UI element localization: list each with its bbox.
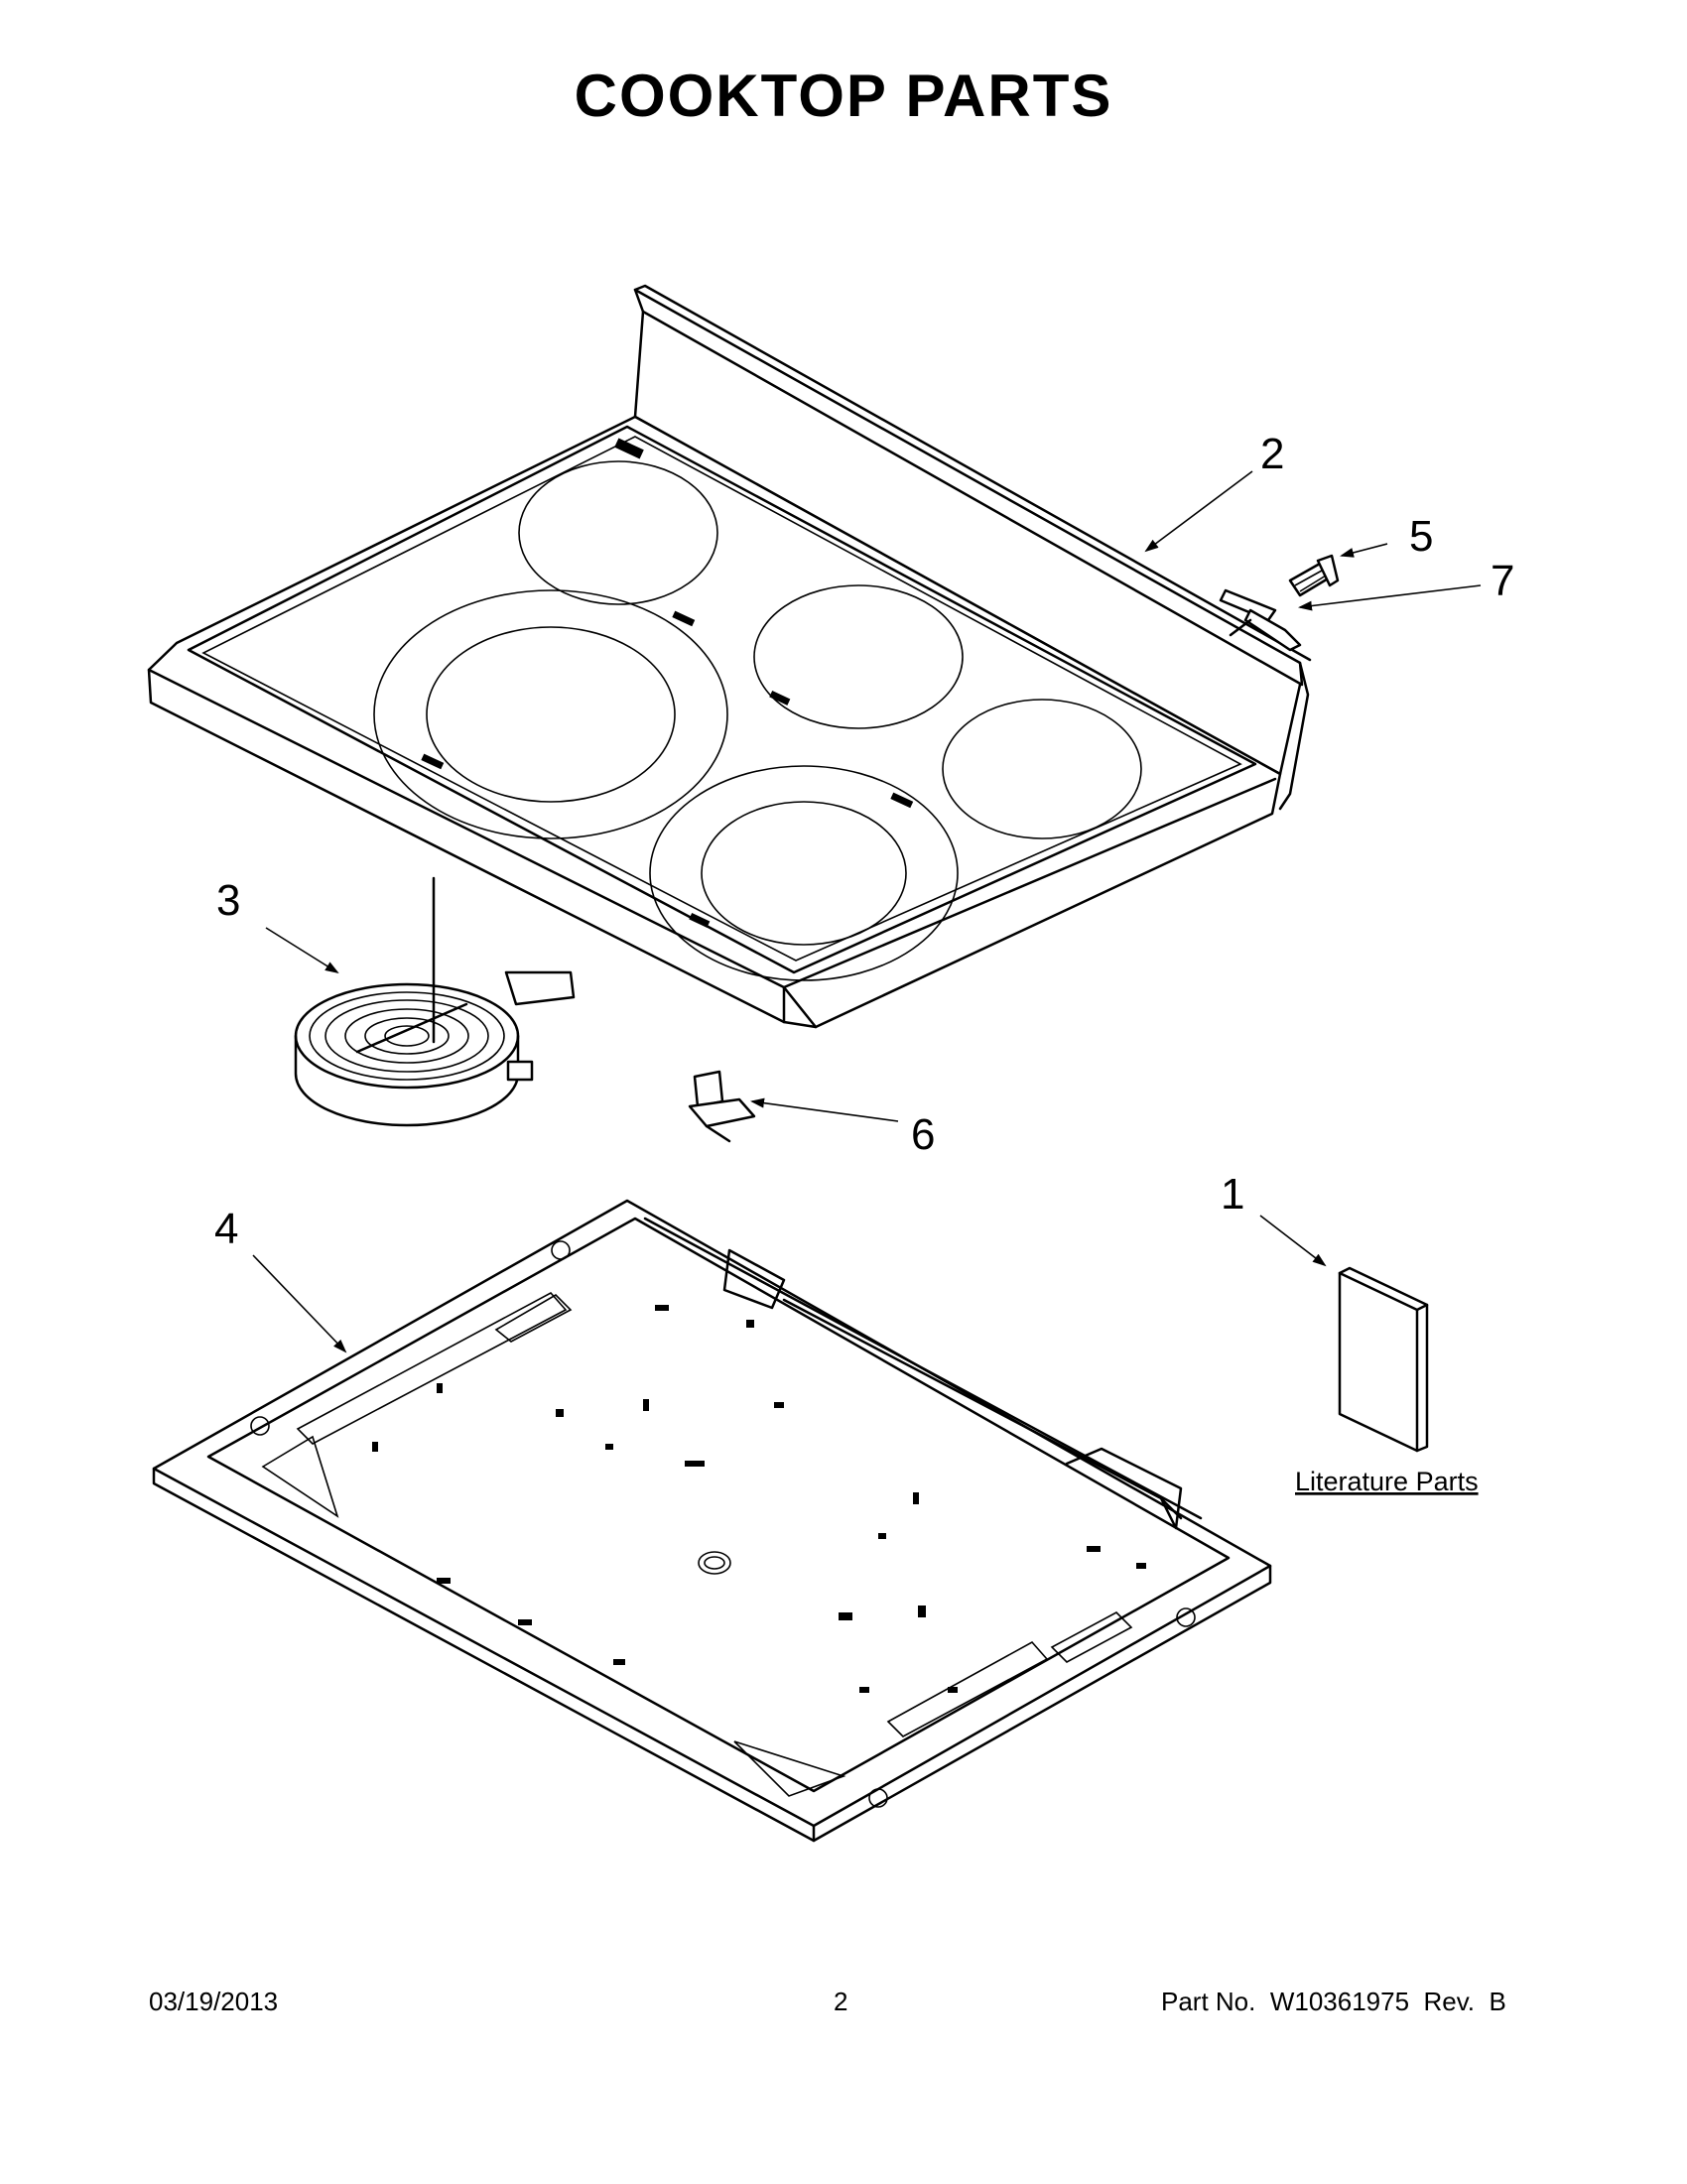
- limiter-part[interactable]: [688, 1070, 756, 1143]
- leader-4: [252, 1254, 347, 1353]
- screw-part[interactable]: [1288, 554, 1340, 597]
- cooktop-glass[interactable]: [147, 284, 1312, 1029]
- callout-7: 7: [1491, 557, 1514, 605]
- leader-2: [1144, 470, 1253, 553]
- leader-1: [1259, 1215, 1327, 1267]
- heating-element[interactable]: [294, 876, 576, 1127]
- footer-page-number: 2: [834, 1987, 848, 2016]
- leader-5: [1340, 543, 1388, 558]
- footer-part-number: Part No. W10361975 Rev. B: [1161, 1987, 1506, 2016]
- burner-box[interactable]: [152, 1199, 1272, 1843]
- callout-4: 4: [214, 1205, 238, 1253]
- leader-6: [750, 1097, 899, 1122]
- callout-2: 2: [1260, 430, 1284, 478]
- page-title: COOKTOP PARTS: [574, 63, 1113, 129]
- footer-date: 03/19/2013: [149, 1987, 279, 2016]
- callout-6: 6: [911, 1110, 935, 1159]
- callout-5: 5: [1409, 512, 1433, 561]
- callout-1: 1: [1221, 1170, 1244, 1219]
- literature-parts-label: Literature Parts: [1295, 1467, 1479, 1496]
- leader-7: [1298, 584, 1482, 611]
- literature-booklet[interactable]: [1338, 1266, 1429, 1453]
- leader-3: [265, 927, 339, 974]
- callout-3: 3: [216, 876, 240, 925]
- bracket-clip-part[interactable]: [1219, 588, 1302, 652]
- leader-lines: [252, 470, 1482, 1353]
